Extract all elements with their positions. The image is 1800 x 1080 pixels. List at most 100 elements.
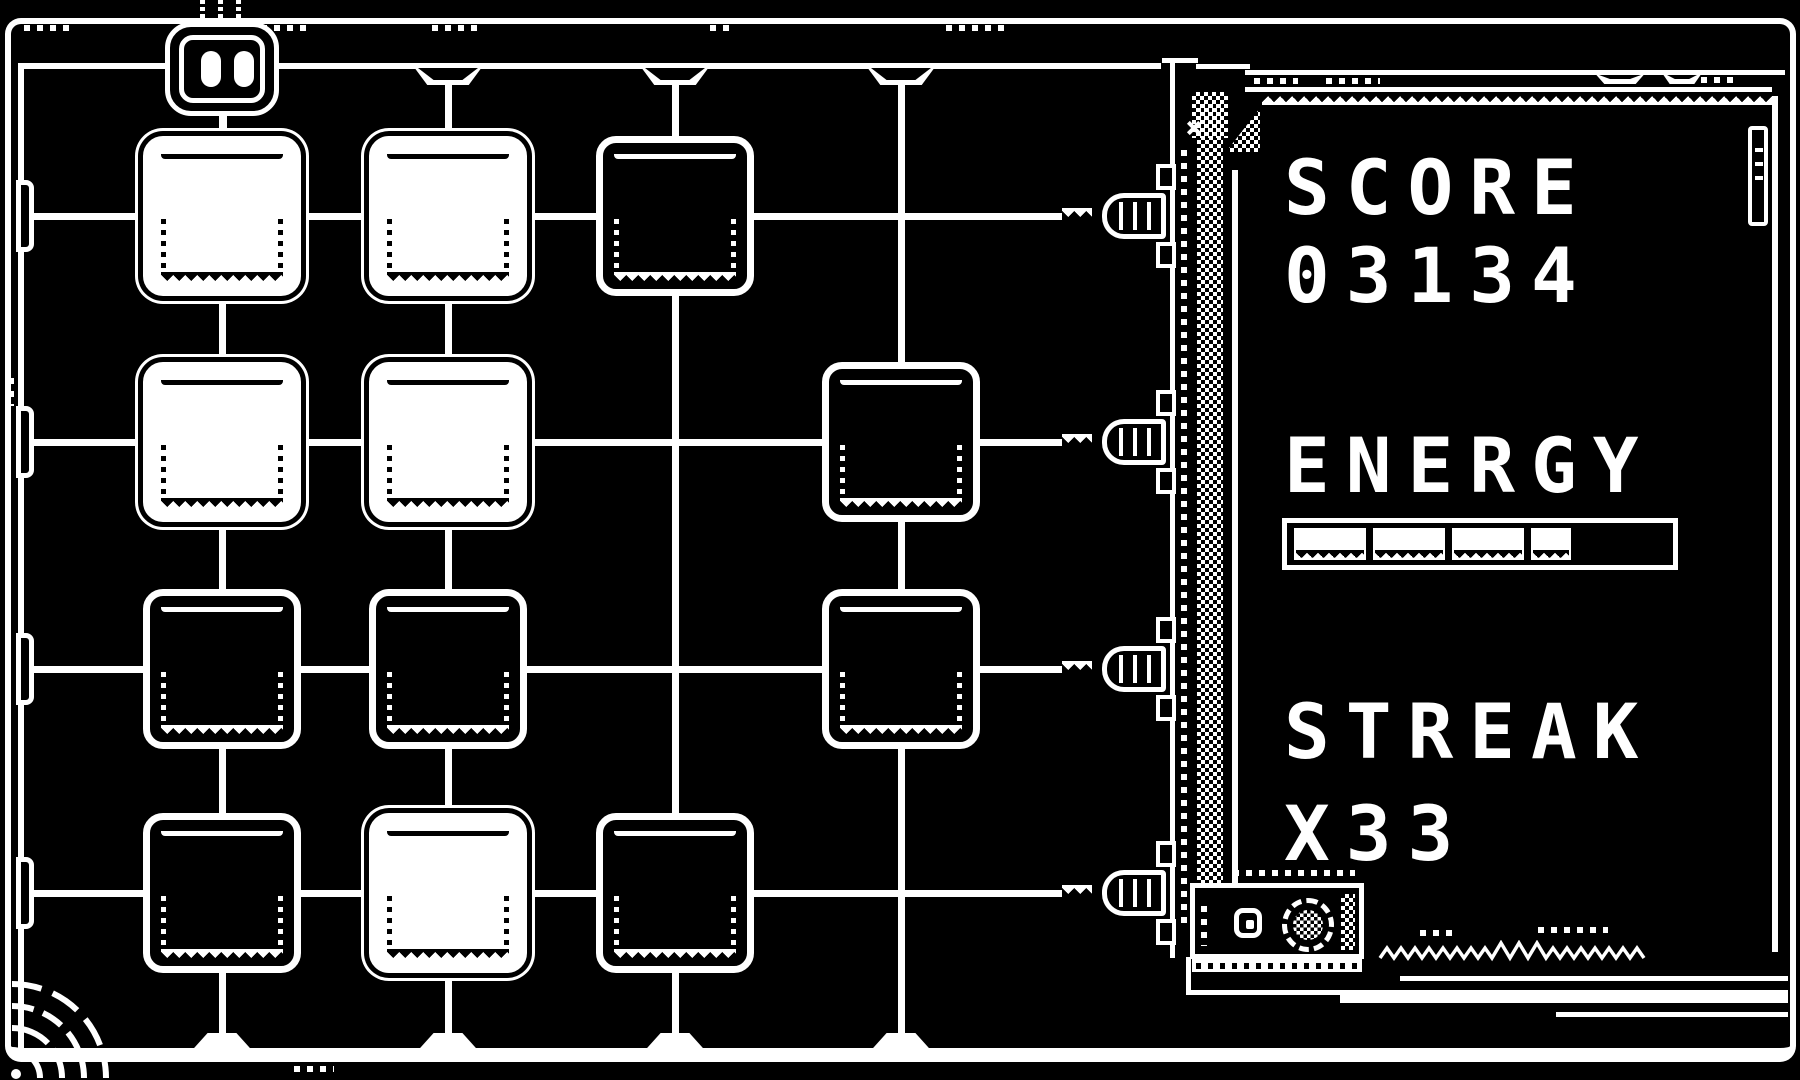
plug-bracket: [1156, 841, 1176, 867]
tile-dot-column: [161, 219, 166, 273]
tile-top-line: [614, 831, 736, 836]
plug-bracket: [1156, 468, 1176, 494]
tile-r3-c4[interactable]: [822, 589, 980, 749]
tile-sawtooth: [161, 949, 283, 958]
tile-dot-column: [840, 445, 845, 499]
wire-tail-2: [1062, 434, 1092, 443]
tile-dot-column: [278, 672, 283, 726]
frame-notch: [16, 633, 34, 705]
wire-row-1: [24, 213, 1062, 220]
panel-bottom-stripe: [1340, 990, 1788, 1003]
tile-top-line: [161, 831, 283, 836]
plug-bracket: [1156, 390, 1176, 416]
panel-trap: [1592, 70, 1648, 84]
tile-top-line: [840, 607, 962, 612]
robot-cable: [236, 0, 241, 30]
tile-dot-column: [957, 672, 962, 726]
panel-bottom-line-c: [1556, 1012, 1788, 1017]
frame-top-inner-line: [21, 63, 1161, 69]
module-dots-top: [1233, 870, 1355, 876]
tile-dot-column: [614, 896, 619, 950]
tile-dot-column: [161, 445, 166, 499]
signal-dots: [1538, 927, 1608, 933]
tile-r2-c2[interactable]: [369, 362, 527, 522]
energy-segment: [1531, 528, 1571, 560]
panel-dot-column: [1181, 150, 1187, 930]
cable-plug-icon: [1102, 193, 1166, 239]
energy-label: ENERGY: [1284, 421, 1655, 510]
tile-dot-column: [161, 672, 166, 726]
tile-top-line: [387, 607, 509, 612]
spiral-shell-icon: [11, 981, 109, 1079]
tile-sawtooth: [161, 272, 283, 281]
energy-segment: [1294, 528, 1366, 560]
panel-top-line2: [1245, 87, 1772, 92]
panel-bottom-step: [1186, 957, 1191, 995]
wire-col-3: [672, 78, 679, 1048]
tile-dot-column: [387, 896, 392, 950]
cable-plug-icon: [1102, 646, 1166, 692]
streak-label: STREAK: [1284, 687, 1655, 776]
robot-face-icon: [179, 35, 265, 103]
robot-eye-icon: [201, 51, 221, 87]
large-gear-knob-icon: [1282, 898, 1334, 952]
tile-r1-c1[interactable]: [143, 136, 301, 296]
module-flange: [1192, 959, 1362, 972]
frame-dots: [294, 1066, 334, 1072]
frame-dots: [24, 25, 70, 31]
frame-dots: [8, 378, 14, 406]
panel-bottom-line-a: [1400, 976, 1788, 981]
wire-dip: [638, 63, 712, 85]
robot-avatar[interactable]: [165, 22, 279, 116]
wire-col-4: [898, 78, 905, 1048]
tile-top-line: [840, 380, 962, 385]
score-value: 03134: [1284, 231, 1593, 320]
small-knob-icon: [1234, 908, 1262, 938]
frame-dots: [710, 25, 736, 31]
tile-r3-c1[interactable]: [143, 589, 301, 749]
panel-inner-line: [1232, 170, 1238, 900]
wire-col-2: [445, 78, 452, 1048]
energy-bar: [1282, 518, 1678, 570]
panel-corner-step: [1196, 64, 1250, 69]
tile-top-line: [161, 154, 283, 159]
tile-r4-c1[interactable]: [143, 813, 301, 973]
panel-dots: [1254, 78, 1298, 84]
tile-dot-column: [387, 672, 392, 726]
window-frame: [5, 18, 1796, 1062]
panel-left-edge: [1170, 62, 1175, 958]
tile-r4-c2[interactable]: [369, 813, 527, 973]
tile-sawtooth: [387, 949, 509, 958]
tile-r1-c3[interactable]: [596, 136, 754, 296]
tile-dot-column: [731, 219, 736, 273]
tile-dot-column: [278, 219, 283, 273]
plug-bracket: [1156, 164, 1176, 190]
tile-r2-c1[interactable]: [143, 362, 301, 522]
robot-eye-icon: [234, 51, 254, 87]
robot-cable: [200, 0, 205, 30]
tile-sawtooth: [840, 498, 962, 507]
cable-plug-icon: [1102, 419, 1166, 465]
tile-dot-column: [504, 672, 509, 726]
tile-r3-c2[interactable]: [369, 589, 527, 749]
tile-sawtooth: [161, 498, 283, 507]
tile-top-line: [614, 154, 736, 159]
tile-dot-column: [840, 672, 845, 726]
tile-top-line: [387, 154, 509, 159]
tile-dot-column: [504, 445, 509, 499]
tile-r1-c2[interactable]: [369, 136, 527, 296]
wire-col-1: [219, 120, 226, 1048]
energy-segment: [1452, 528, 1524, 560]
tile-r4-c3[interactable]: [596, 813, 754, 973]
frame-dots: [946, 25, 1008, 31]
tile-r2-c4[interactable]: [822, 362, 980, 522]
frame-dots: [1688, 77, 1738, 83]
tile-sawtooth: [614, 272, 736, 281]
tile-sawtooth: [614, 949, 736, 958]
signal-zigzag-icon: [1378, 940, 1646, 962]
streak-value: X33: [1284, 789, 1470, 878]
panel-dots: [1326, 78, 1380, 84]
frame-notch: [16, 406, 34, 478]
score-label: SCORE: [1284, 143, 1593, 232]
